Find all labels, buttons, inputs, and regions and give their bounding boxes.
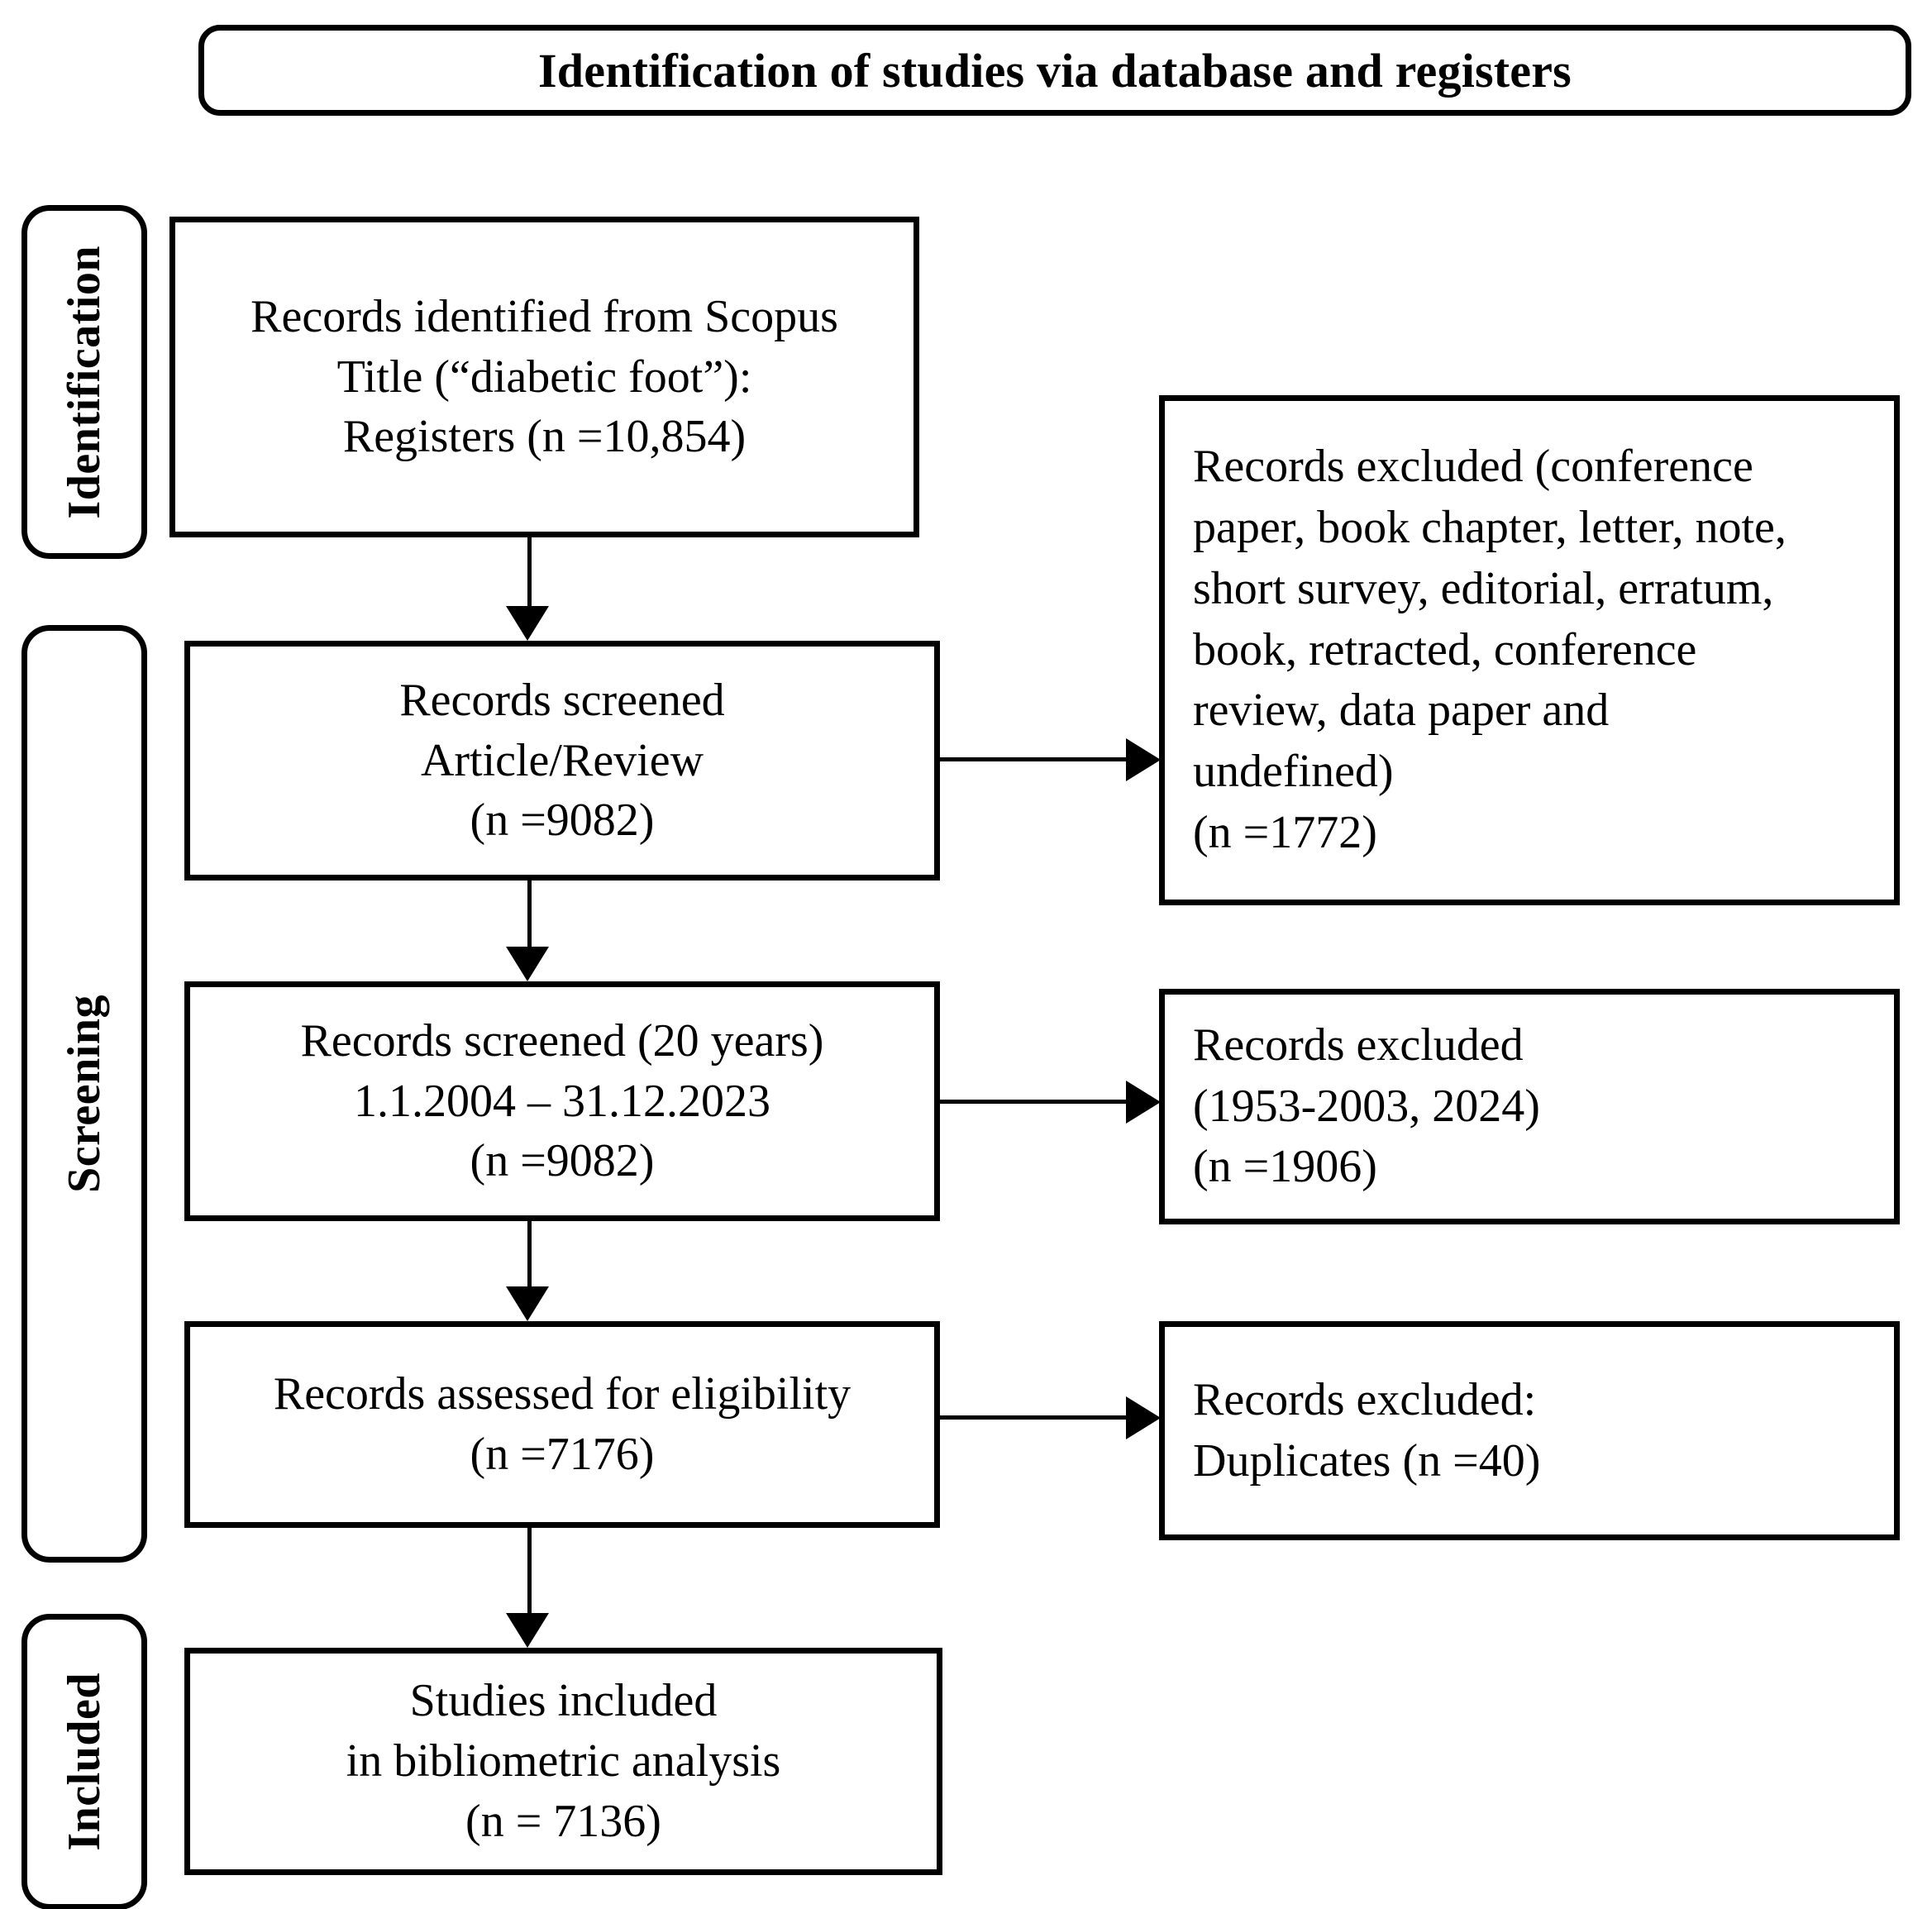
diagram-title-text: Identification of studies via database a… (538, 43, 1572, 98)
box-records-assessed-eligibility: Records assessed for eligibility (n =717… (184, 1321, 940, 1528)
stage-label-screening: Screening (21, 625, 147, 1563)
arrowhead-years-to-excluded-years (1126, 1081, 1161, 1124)
box-records-screened-20-years: Records screened (20 years) 1.1.2004 – 3… (184, 981, 940, 1221)
box-records-excluded-types: Records excluded (conference paper, book… (1159, 395, 1900, 905)
arrowhead-assessed-to-excluded-duplicates (1126, 1396, 1161, 1439)
box-records-screened-20-years-line-1: Records screened (20 years) (300, 1014, 824, 1067)
arrowhead-assessed-to-included (506, 1613, 549, 1648)
box-records-excluded-types-line-3: short survey, editorial, erratum, (1193, 562, 1774, 614)
stage-label-identification: Identification (21, 205, 147, 559)
box-records-excluded-types-line-6: undefined) (1193, 746, 1394, 798)
box-records-identified-line-2: Title (“diabetic foot”): (336, 351, 752, 403)
stage-label-included: Included (21, 1614, 147, 1909)
box-records-identified-line-1: Records identified from Scopus (250, 290, 838, 342)
box-records-assessed-eligibility-line-1: Records assessed for eligibility (273, 1368, 852, 1420)
box-studies-included: Studies included in bibliometric analysi… (184, 1648, 942, 1875)
arrowhead-identified-to-screened (506, 606, 549, 641)
arrowhead-years-to-assessed (506, 1286, 549, 1321)
connector-screened-to-excluded-types (940, 757, 1128, 761)
box-records-excluded-types-line-2: paper, book chapter, letter, note, (1193, 501, 1787, 553)
connector-identified-to-screened (527, 537, 532, 608)
stage-label-screening-text: Screening (59, 995, 110, 1193)
arrowhead-screened-to-excluded-types (1126, 738, 1161, 781)
connector-years-to-excluded-years (940, 1100, 1128, 1104)
box-records-excluded-years-line-3: (n =1906) (1193, 1141, 1377, 1193)
box-records-identified-line-3: Registers (n =10,854) (342, 411, 747, 463)
box-records-excluded-duplicates-line-1: Records excluded: (1193, 1373, 1537, 1425)
connector-screened-to-years (527, 881, 532, 949)
box-records-excluded-duplicates-line-2: Duplicates (n =40) (1193, 1434, 1541, 1487)
box-records-assessed-eligibility-line-2: (n =7176) (470, 1429, 655, 1480)
box-studies-included-line-1: Studies included (409, 1675, 718, 1727)
box-records-screened-article-review-line-2: Article/Review (420, 734, 704, 786)
connector-assessed-to-excluded-duplicates (940, 1415, 1128, 1420)
box-records-screened-article-review: Records screened Article/Review (n =9082… (184, 641, 940, 881)
box-records-screened-article-review-line-3: (n =9082) (470, 795, 655, 847)
box-records-excluded-years-line-1: Records excluded (1193, 1019, 1524, 1071)
box-records-excluded-types-line-5: review, data paper and (1193, 685, 1610, 737)
arrowhead-screened-to-years (506, 947, 549, 981)
box-studies-included-line-2: in bibliometric analysis (346, 1735, 781, 1787)
box-records-screened-20-years-line-3: (n =9082) (470, 1135, 655, 1187)
box-records-excluded-years: Records excluded (1953-2003, 2024) (n =1… (1159, 989, 1900, 1224)
box-studies-included-line-3: (n = 7136) (465, 1795, 661, 1847)
diagram-title-banner: Identification of studies via database a… (198, 25, 1911, 116)
connector-assessed-to-included (527, 1528, 532, 1614)
stage-label-included-text: Included (59, 1673, 110, 1851)
box-records-screened-20-years-line-2: 1.1.2004 – 31.12.2023 (354, 1075, 770, 1127)
box-records-screened-article-review-line-1: Records screened (399, 674, 725, 726)
box-records-excluded-years-line-2: (1953-2003, 2024) (1193, 1080, 1540, 1132)
box-records-excluded-types-line-7: (n =1772) (1193, 807, 1377, 859)
connector-years-to-assessed (527, 1221, 532, 1287)
box-records-excluded-types-line-1: Records excluded (conference (1193, 440, 1753, 492)
box-records-identified: Records identified from Scopus Title (“d… (169, 217, 919, 537)
box-records-excluded-types-line-4: book, retracted, conference (1193, 623, 1697, 675)
box-records-excluded-duplicates: Records excluded: Duplicates (n =40) (1159, 1321, 1900, 1540)
stage-label-identification-text: Identification (59, 245, 110, 519)
